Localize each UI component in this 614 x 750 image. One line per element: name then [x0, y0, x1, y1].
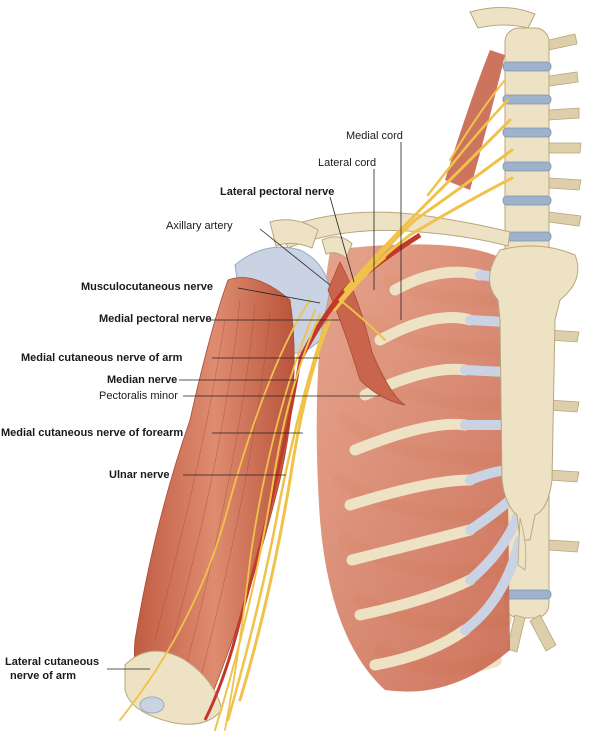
label-medial-cord: Medial cord	[346, 130, 403, 142]
label-medial-pectoral-nerve: Medial pectoral nerve	[99, 313, 212, 325]
xiphoid-process	[517, 517, 527, 571]
label-ulnar-nerve: Ulnar nerve	[109, 469, 170, 481]
coracoid-process	[321, 236, 353, 259]
label-lateral-cutaneous-nerve-of-arm-line2: nerve of arm	[10, 670, 77, 682]
label-lateral-cord: Lateral cord	[318, 157, 377, 169]
leader-lines	[107, 142, 402, 670]
label-pectoralis-minor: Pectoralis minor	[99, 390, 178, 402]
brachial-artery	[203, 359, 302, 721]
label-lateral-cutaneous-nerve-of-arm-line1: Lateral cutaneous	[5, 656, 100, 668]
acromion	[269, 219, 319, 249]
label-musculocutaneous-nerve: Musculocutaneous nerve	[81, 281, 214, 293]
pectoralis-minor-muscle	[327, 261, 406, 406]
clavicle	[279, 211, 511, 249]
muscle-fibers	[154, 299, 271, 681]
label-lateral-pectoral-nerve: Lateral pectoral nerve	[220, 186, 335, 198]
sternum	[489, 245, 579, 541]
brachial-plexus	[119, 79, 514, 731]
ribs-anterior	[344, 266, 486, 671]
label-medial-cutaneous-nerve-of-arm: Medial cutaneous nerve of arm	[21, 352, 183, 364]
label-median-nerve: Median nerve	[107, 374, 178, 386]
elbow-cartilage	[139, 696, 165, 714]
label-axillary-artery: Axillary artery	[166, 220, 233, 232]
label-medial-cutaneous-nerve-of-forearm: Medial cutaneous nerve of forearm	[1, 427, 184, 439]
